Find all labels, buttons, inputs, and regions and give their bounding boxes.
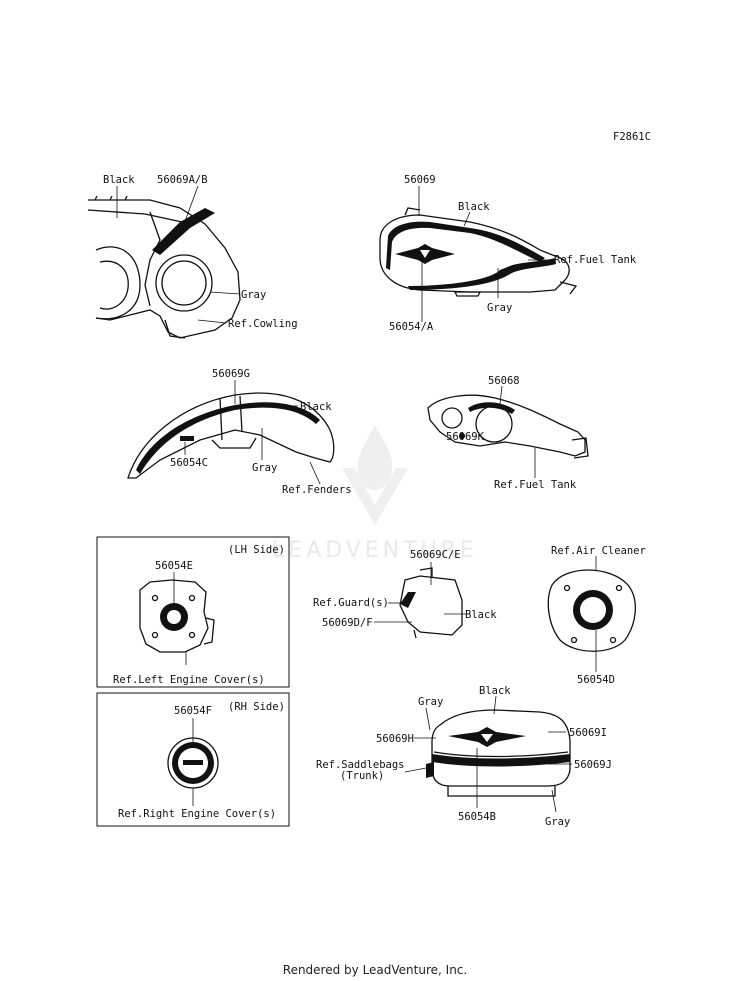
lh-side-label: (LH Side) <box>228 544 285 556</box>
guard-illustration <box>399 567 463 639</box>
trunk-ref-label-1: Ref.Saddlebags <box>316 759 405 771</box>
guard-leaders <box>374 562 466 623</box>
cowling-leaders <box>116 185 241 324</box>
guard-black-stripe <box>400 592 416 608</box>
fender-black-stripe <box>136 402 320 474</box>
fender-part-label: 56069G <box>212 368 250 380</box>
trunk-gray-band <box>432 754 570 767</box>
footer-credit: Rendered by LeadVenture, Inc. <box>282 963 468 977</box>
guard-ref-label: Ref.Guard(s) <box>313 597 389 609</box>
trunk-gray-bottom-label: Gray <box>545 816 570 828</box>
guard-part-df-label: 56069D/F <box>322 617 373 629</box>
trunk-ref-label-2: (Trunk) <box>340 770 384 782</box>
cowling-gray-label: Gray <box>241 289 266 301</box>
fuel-tank-black-label: Black <box>458 201 490 213</box>
fender-ref-label: Ref.Fenders <box>282 484 352 496</box>
trunk-gray-top-label: Gray <box>418 696 443 708</box>
air-cleaner-illustration <box>547 569 636 652</box>
lh-cover-emblem-center <box>167 610 181 624</box>
fender-leaders <box>184 380 321 485</box>
lh-cover-illustration <box>139 579 215 653</box>
fuel-tank-2-ref-label: Ref.Fuel Tank <box>494 479 577 491</box>
fender-illustration <box>127 392 335 479</box>
rh-ref-label: Ref.Right Engine Cover(s) <box>118 808 276 820</box>
fuel-tank-illustration <box>379 207 578 297</box>
cowling-ref-label: Ref.Cowling <box>228 318 298 330</box>
fuel-tank-part-label: 56069 <box>404 174 436 186</box>
lh-ref-label: Ref.Left Engine Cover(s) <box>113 674 265 686</box>
watermark-text: LEADVENTURE <box>272 538 478 563</box>
fuel-tank-emblem <box>395 244 455 264</box>
trunk-i-label: 56069I <box>569 727 607 739</box>
fender-black-label: Black <box>300 401 332 413</box>
fuel-tank-2-illustration <box>427 394 589 459</box>
fuel-tank-gray-panel <box>408 258 556 290</box>
fuel-tank-2-leaders <box>461 385 536 478</box>
trunk-leaders <box>404 695 572 813</box>
cowling-black-stripe <box>152 208 215 255</box>
lh-part-label: 56054E <box>155 560 193 572</box>
fuel-tank-leaders <box>418 186 552 322</box>
fuel-tank-ref-label: Ref.Fuel Tank <box>554 254 637 266</box>
fuel-tank-emblem-label: 56054/A <box>389 321 434 333</box>
fender-gray-label: Gray <box>252 462 277 474</box>
trunk-h-label: 56069H <box>376 733 414 745</box>
rh-part-label: 56054F <box>174 705 212 717</box>
guard-black-label: Black <box>465 609 497 621</box>
trunk-black-label: Black <box>479 685 511 697</box>
figure-code: F2861C <box>613 131 651 143</box>
air-cleaner-part-label: 56054D <box>577 674 615 686</box>
guard-part-ce-label: 56069C/E <box>410 549 461 561</box>
trunk-side-emblem <box>426 762 434 778</box>
cowling-illustration <box>87 195 241 339</box>
fuel-tank-2-part-label: 56068 <box>488 375 520 387</box>
rh-cover-box <box>96 692 290 827</box>
trunk-illustration <box>431 709 571 797</box>
fuel-tank-2-k-label: 56069K <box>446 431 485 443</box>
lh-cover-leaders <box>173 572 187 665</box>
lh-cover-box <box>96 536 290 688</box>
rh-side-label: (RH Side) <box>228 701 285 713</box>
air-cleaner-emblem-inner <box>580 597 606 623</box>
trunk-emblem-label: 56054B <box>458 811 496 823</box>
fuel-tank-2-stripe <box>468 402 515 414</box>
trunk-emblem <box>448 727 526 747</box>
rh-cover-emblem-logo <box>183 760 203 765</box>
cowling-black-label: Black <box>103 174 135 186</box>
air-cleaner-ref-label: Ref.Air Cleaner <box>551 545 646 557</box>
trunk-j-label: 56069J <box>574 759 612 771</box>
watermark: LEADVENTURE <box>272 425 478 563</box>
fuel-tank-gray-label: Gray <box>487 302 512 314</box>
fender-emblem <box>180 436 194 441</box>
cowling-part-label: 56069A/B <box>157 174 208 186</box>
fuel-tank-black-stripe <box>386 221 545 270</box>
fender-emblem-label: 56054C <box>170 457 208 469</box>
